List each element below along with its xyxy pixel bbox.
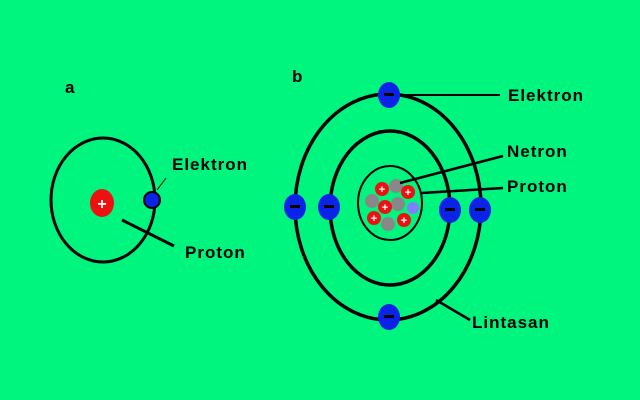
orbit-inner (357, 165, 423, 241)
svg-text:+: + (371, 213, 377, 225)
electron-pointer-a (156, 177, 167, 191)
label-electron-a: Elektron (172, 155, 249, 174)
diagram-a: + (49, 136, 175, 264)
label-proton-a: Proton (185, 243, 246, 262)
neutron-pointer-b (399, 154, 504, 185)
diagram-b: + + + + + (284, 82, 504, 330)
diagram-b-title: b (292, 67, 304, 86)
svg-text:+: + (382, 202, 388, 214)
nucleus: + + + + + (365, 179, 419, 231)
diagram-a-title: a (65, 78, 76, 97)
proton-a (90, 189, 114, 217)
label-orbit-b: Lintasan (472, 313, 550, 332)
svg-text:+: + (97, 196, 106, 213)
orbit-pointer-b (435, 298, 471, 322)
label-proton-b: Proton (507, 177, 568, 196)
svg-text:+: + (379, 184, 385, 196)
proton-pointer-b (421, 186, 504, 195)
svg-text:+: + (401, 215, 407, 227)
svg-text:+: + (405, 187, 411, 199)
proton-pointer-a (121, 218, 175, 248)
label-electron-b: Elektron (508, 86, 585, 105)
electrons-b (284, 82, 491, 330)
electron-a (143, 191, 161, 209)
label-neutron-b: Netron (507, 142, 568, 161)
